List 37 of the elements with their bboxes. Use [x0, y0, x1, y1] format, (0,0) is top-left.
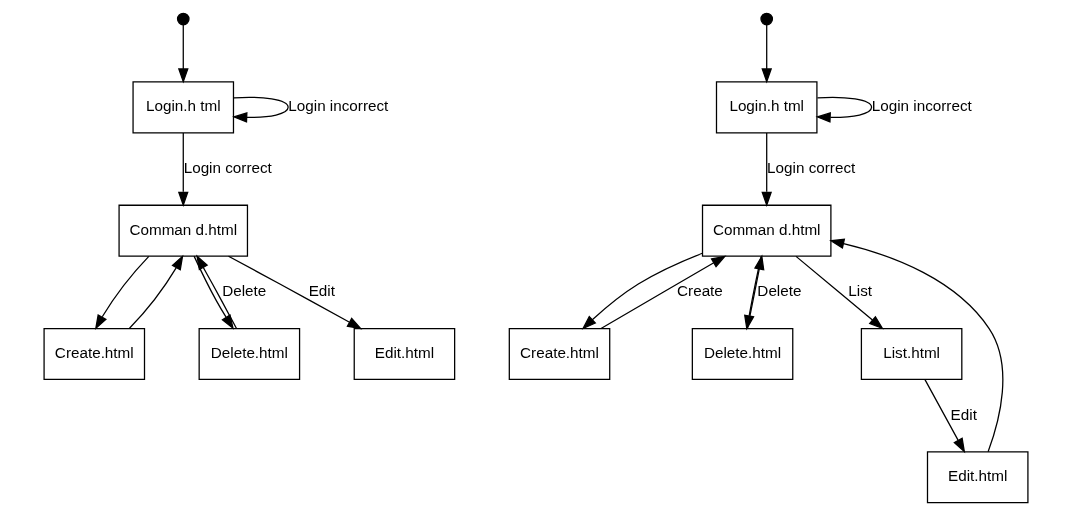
arrow	[923, 379, 965, 454]
node-box: Login.h tml	[715, 81, 818, 134]
node-circle	[759, 12, 773, 26]
arrow	[760, 132, 772, 207]
node-box: Comman d.html	[701, 204, 832, 257]
node-box: Create.html	[508, 327, 610, 381]
arrow	[760, 24, 772, 84]
node-box: Delete.html	[691, 327, 793, 381]
node-box: Edit.html	[353, 327, 455, 381]
arrow	[794, 255, 884, 330]
arrow	[177, 132, 189, 207]
arrow	[581, 252, 703, 330]
node-box: Delete.html	[198, 327, 300, 381]
edge-label: Edit	[308, 282, 335, 300]
arrow	[231, 96, 289, 123]
node-box: Comman d.html	[117, 204, 248, 257]
edge-label: Login incorrect	[287, 97, 388, 115]
edge-label: Login incorrect	[871, 97, 972, 115]
node-box: Edit.html	[926, 451, 1029, 504]
edge-label: List	[847, 282, 872, 300]
edge-label: Login correct	[766, 158, 855, 176]
arrow	[94, 255, 149, 330]
arrow	[227, 255, 362, 330]
edge-label: Delete	[756, 282, 801, 300]
node-box: Create.html	[42, 327, 145, 381]
arrow	[599, 255, 726, 330]
arrow	[128, 254, 183, 329]
edge-label: Delete	[221, 282, 266, 300]
arrow	[177, 24, 189, 84]
arrow	[828, 238, 1003, 453]
edge-label: Create	[676, 282, 723, 300]
node-box: Login.h tml	[131, 81, 234, 134]
node-circle	[176, 12, 190, 26]
edge-label: Edit	[950, 405, 977, 423]
node-box: List.html	[860, 327, 962, 381]
arrow	[815, 96, 872, 123]
edge-label: Login correct	[183, 158, 272, 176]
